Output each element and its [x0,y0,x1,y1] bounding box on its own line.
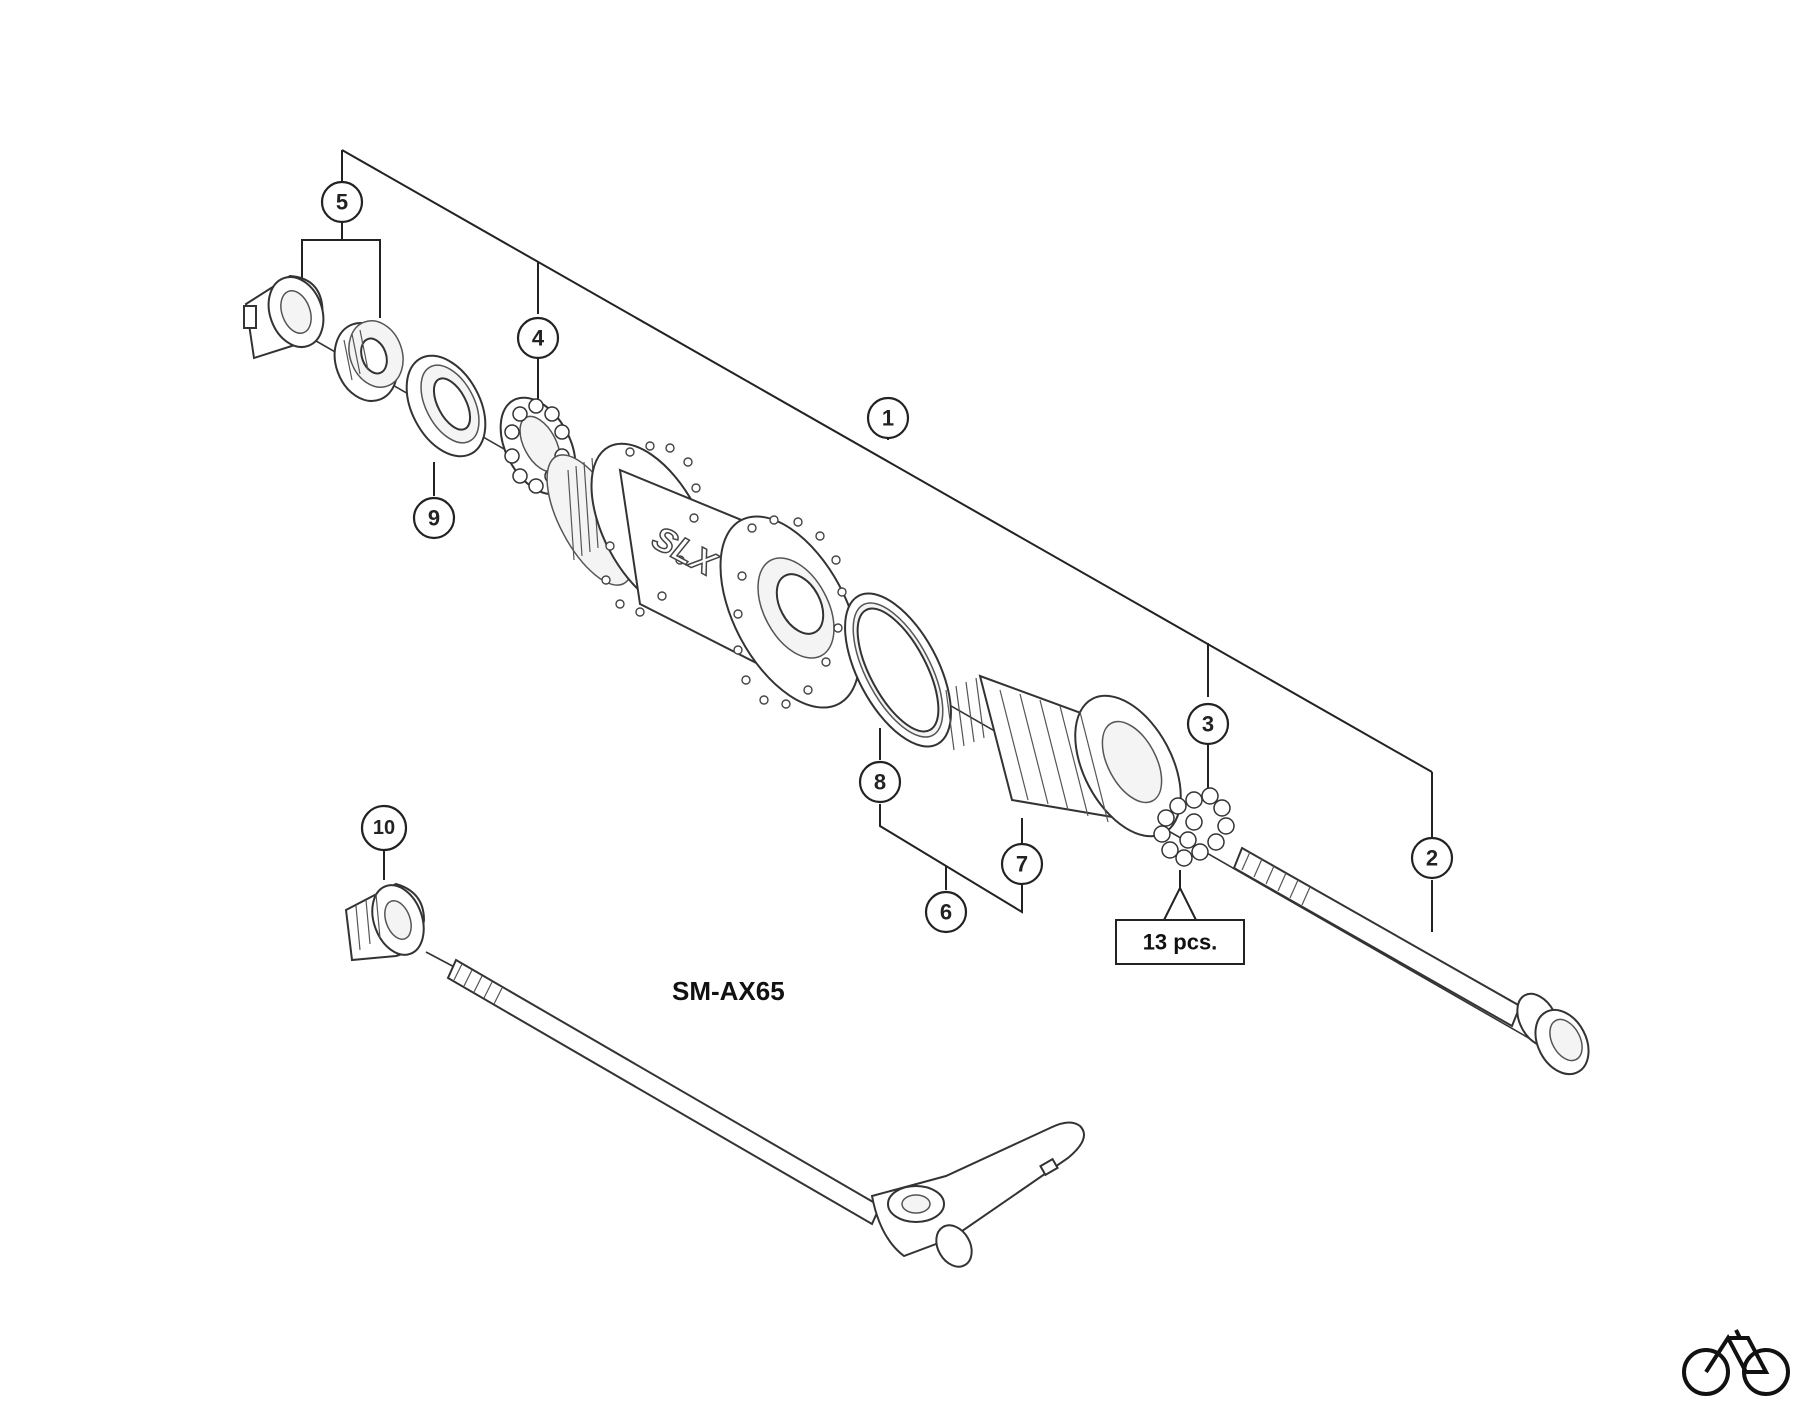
freehub-body-part-7 [945,674,1182,838]
hub-body: SLX [546,441,861,709]
ball-bearings-part-3 [1153,787,1235,867]
callout-6: 6 [924,890,968,934]
svg-text:6: 6 [940,900,952,925]
cone-part-5 [333,320,404,402]
svg-text:7: 7 [1016,852,1028,877]
quantity-note: 13 pcs. [1115,919,1245,965]
svg-text:8: 8 [874,770,886,795]
axle-part-2 [1232,846,1590,1076]
bicycle-icon [1682,1329,1790,1396]
callout-7: 7 [1000,842,1044,886]
callout-5: 5 [320,180,364,224]
callout-8: 8 [858,760,902,804]
callout-2: 2 [1410,836,1454,880]
svg-text:9: 9 [428,506,440,531]
svg-text:10: 10 [373,817,395,839]
spacer-ring-part-8 [844,592,952,748]
svg-text:4: 4 [532,326,545,351]
svg-text:5: 5 [336,190,348,215]
svg-text:1: 1 [882,406,894,431]
svg-text:2: 2 [1426,846,1438,871]
svg-text:13 pcs.: 13 pcs. [1143,930,1218,955]
dust-cover-part-9 [405,354,487,458]
callout-1: 1 [866,396,910,440]
end-nut-part-10 [344,882,426,962]
quick-release-skewer [425,951,1085,1268]
callout-10: 10 [360,804,408,852]
callout-3: 3 [1186,702,1230,746]
callout-4: 4 [516,316,560,360]
leader-lines [301,149,1433,932]
model-label: SM-AX65 [672,976,785,1006]
locknut-part-5 [243,274,325,360]
callout-9: 9 [412,496,456,540]
svg-text:3: 3 [1202,712,1214,737]
